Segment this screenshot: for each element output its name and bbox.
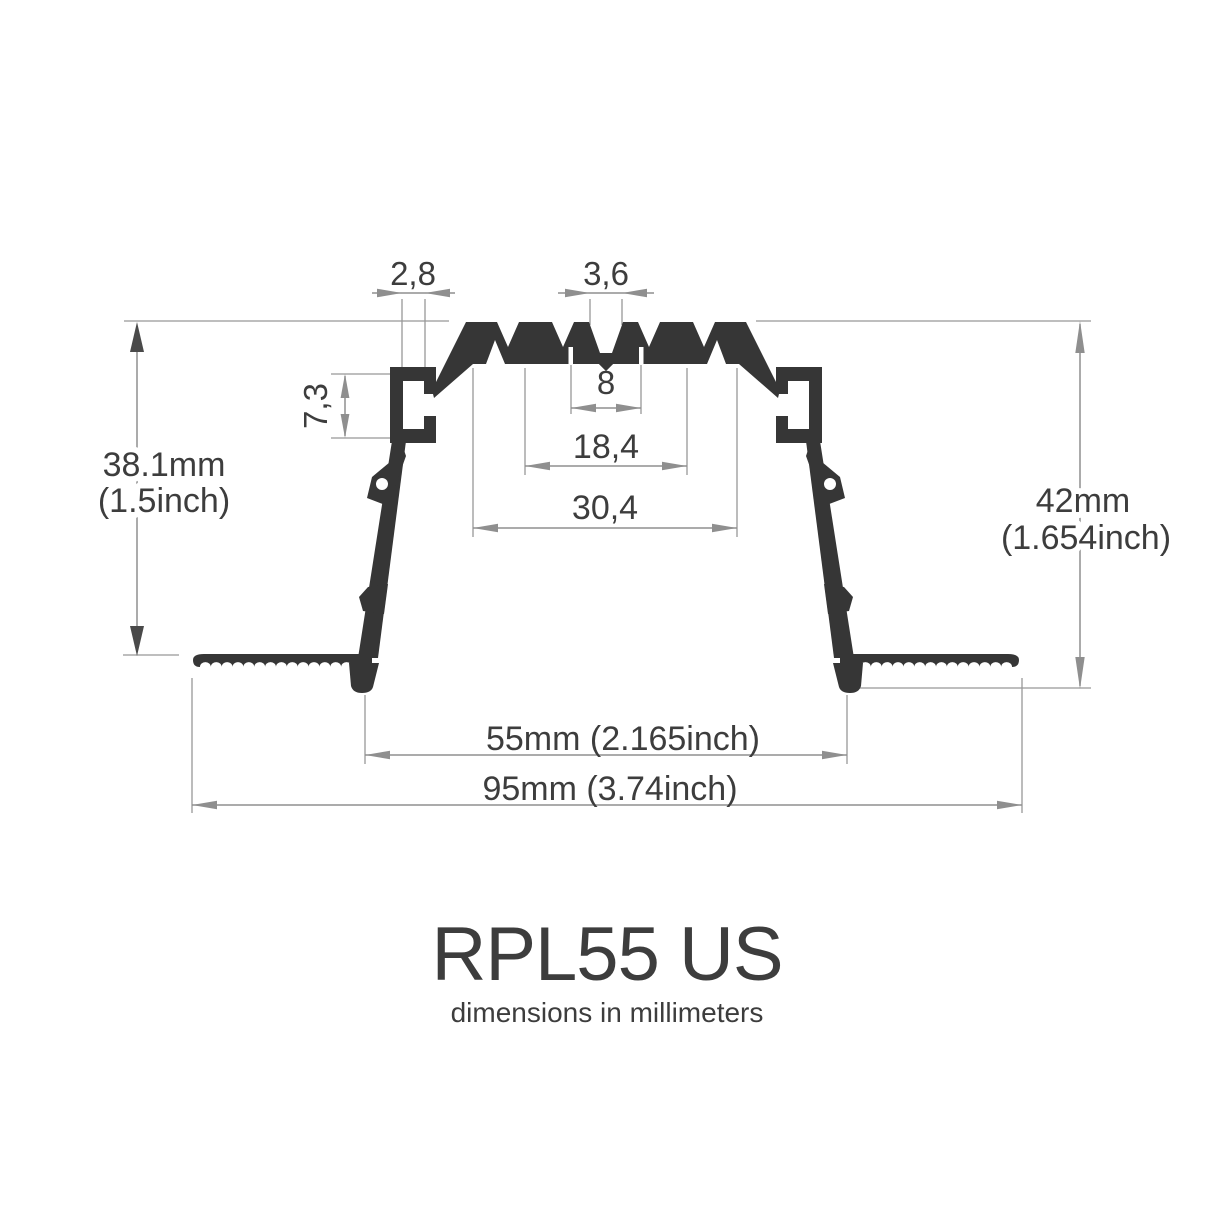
plate-slot-cut	[568, 347, 573, 365]
arrow-55-left	[365, 750, 390, 760]
label-7-3: 7,3	[297, 383, 334, 429]
arrow-7-3-down	[340, 414, 350, 438]
arrow-42-down	[1075, 657, 1085, 689]
arrow-7-3-up	[340, 374, 350, 398]
label-30-4: 30,4	[572, 489, 638, 527]
arrow-30-4-right	[712, 523, 737, 533]
upper-barb	[367, 444, 406, 506]
label-38-1mm: 38.1mm	[103, 446, 226, 484]
arrow-55-right	[822, 750, 847, 760]
dimension-labels: 2,8 3,6 38.1mm (1.5inch) 7,3 8 18,4 30,4…	[92, 255, 1177, 808]
dimension-arrows	[130, 288, 1085, 810]
arrow-8-right	[616, 403, 641, 413]
label-18-4: 18,4	[573, 428, 639, 466]
label-95mm: 95mm (3.74inch)	[482, 770, 737, 808]
title-block: RPL55 US dimensions in millimeters	[431, 912, 783, 1028]
extrusion-profile-left-half	[193, 322, 614, 693]
arrow-2-8-left	[377, 288, 402, 298]
arrow-18-4-right	[662, 461, 687, 471]
label-8: 8	[597, 364, 615, 401]
arrow-3-6-right	[622, 288, 647, 298]
page-title: RPL55 US	[431, 912, 782, 997]
arrow-95-left	[192, 800, 217, 810]
arrow-38-down	[130, 626, 144, 656]
label-1-5inch: (1.5inch)	[98, 482, 230, 520]
arrow-30-4-left	[473, 523, 498, 533]
label-1-654inch: (1.654inch)	[1001, 519, 1171, 557]
label-42mm: 42mm	[1036, 482, 1130, 520]
extrusion-profile-right-half	[598, 322, 1019, 693]
arrow-95-right	[997, 800, 1022, 810]
arrow-18-4-left	[525, 461, 550, 471]
page-subtitle: dimensions in millimeters	[451, 997, 764, 1028]
flange-foot	[349, 663, 379, 693]
lower-barb	[359, 584, 388, 614]
label-2-8: 2,8	[390, 255, 436, 292]
label-55mm: 55mm (2.165inch)	[486, 720, 760, 758]
arrow-3-6-left	[565, 288, 590, 298]
barb-notch-cut	[376, 478, 388, 490]
label-3-6: 3,6	[583, 255, 629, 292]
top-plate	[432, 322, 606, 398]
clip-channel	[390, 367, 436, 443]
arrow-2-8-right	[425, 288, 450, 298]
arrow-42-up	[1075, 321, 1085, 353]
arrow-8-left	[571, 403, 596, 413]
arrow-38-up	[130, 322, 144, 352]
drywall-flange	[193, 654, 372, 667]
